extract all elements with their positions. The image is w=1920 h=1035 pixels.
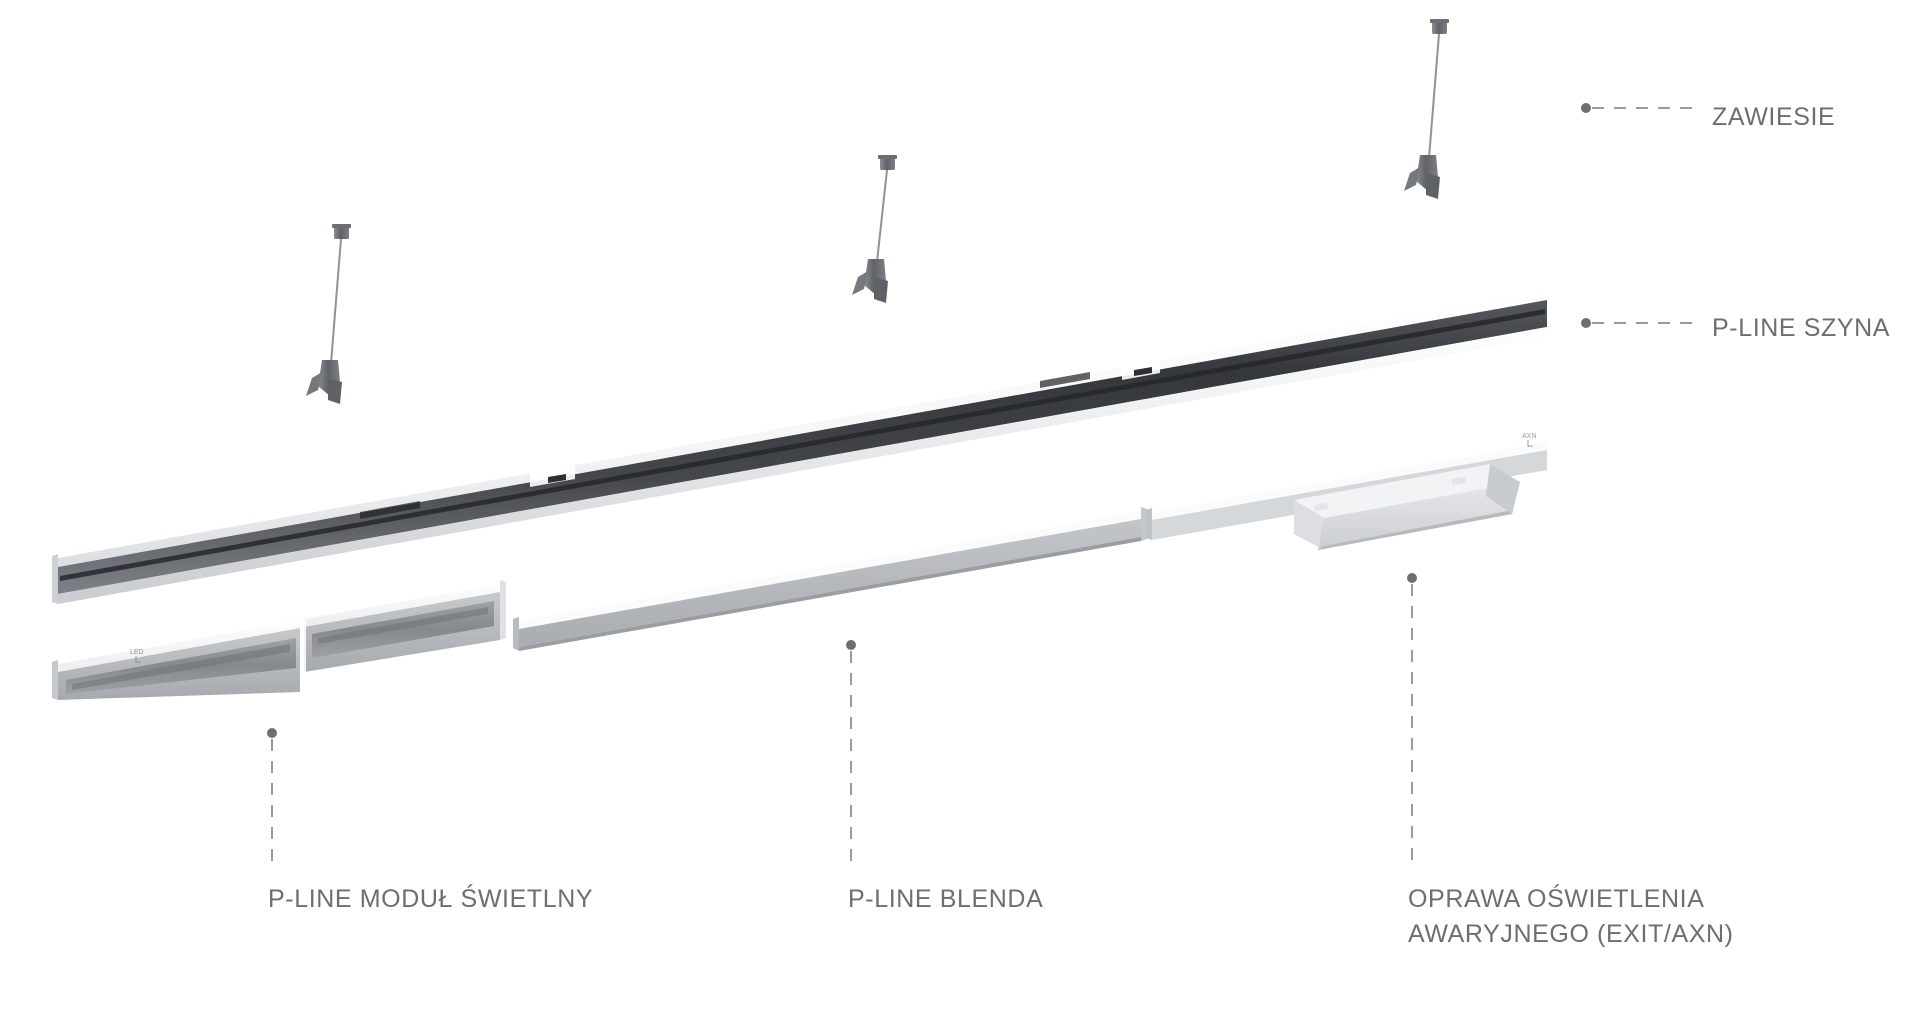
callout-label-p-line-szyna: P-LINE SZYNA	[1712, 314, 1891, 342]
callout-label-zawiesie: ZAWIESIE	[1712, 103, 1836, 131]
callout-leader-szyna	[1581, 318, 1700, 328]
callout-leader-exit	[1407, 573, 1417, 868]
hanger-group-middle	[852, 155, 897, 303]
svg-text:LED: LED	[130, 649, 144, 656]
callout-label-oprawa-oswietlenia-awaryjnego: OPRAWA OŚWIETLENIA AWARYJNEGO (EXIT/AXN)	[1408, 885, 1734, 948]
callout-label-p-line-blenda: P-LINE BLENDA	[848, 885, 1044, 913]
callout-leader-blenda	[846, 640, 856, 868]
light-module-assembly: LED	[52, 580, 506, 700]
emergency-fixture-exit-axn: AXN	[1146, 432, 1547, 550]
track-rail-szyna	[52, 287, 1547, 604]
blende-cover-panel	[513, 507, 1147, 651]
callout-leader-zawiesie	[1581, 103, 1700, 113]
hanger-group-left	[306, 224, 351, 404]
callout-label-p-line-modul-swietlny: P-LINE MODUŁ ŚWIETLNY	[268, 885, 594, 913]
hanger-group-right	[1404, 19, 1449, 199]
callout-leader-modul	[267, 728, 277, 868]
svg-text:AXN: AXN	[1522, 433, 1536, 440]
